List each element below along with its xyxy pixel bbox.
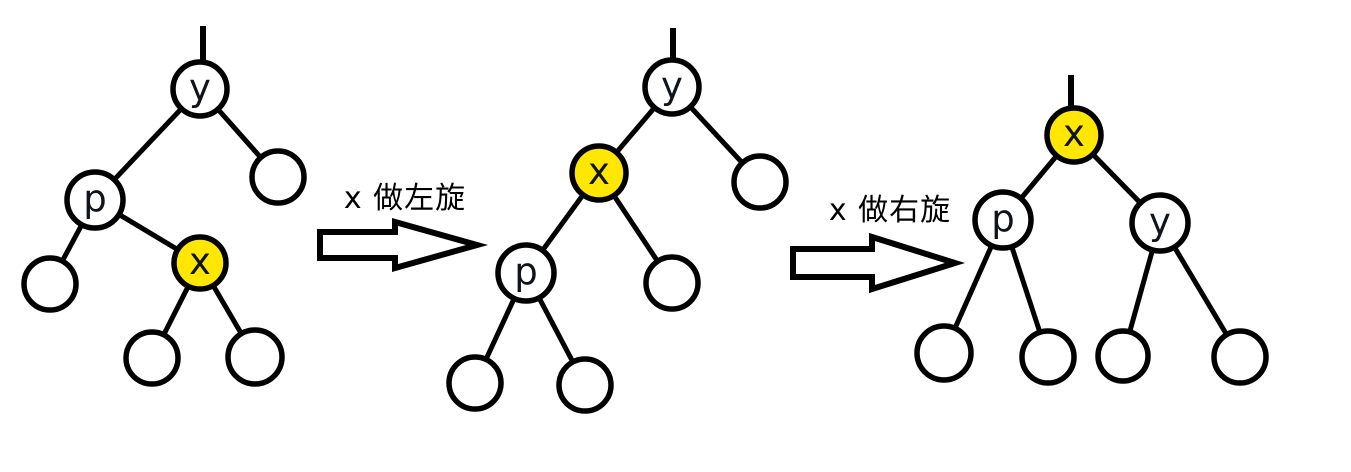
tree-node-leaf: [225, 327, 285, 387]
tree-node-y: [642, 57, 702, 117]
node-label-y: y: [189, 66, 211, 109]
node-label-x: x: [588, 150, 610, 193]
tree-node-leaf: [1019, 328, 1077, 386]
node-label-p: p: [991, 197, 1015, 240]
right-rotation-label: x 做右旋: [828, 193, 952, 228]
tree-node-leaf: [643, 254, 701, 312]
tree-node-leaf: [731, 153, 789, 211]
right-rotation-arrow: [790, 232, 966, 294]
node-label-y: y: [661, 64, 683, 107]
tree-node-x: [171, 234, 229, 292]
tree-node-leaf: [1211, 328, 1269, 386]
tree-after-left-rotation: y x p: [446, 28, 789, 414]
tree-node-leaf: [446, 354, 504, 412]
tree-node-p: [495, 242, 557, 304]
tree-node-x: [569, 143, 629, 203]
tree-node-leaf: [556, 356, 614, 414]
node-label-x: x: [189, 240, 211, 283]
tree-node-p: [972, 189, 1034, 251]
tree-node-leaf: [123, 329, 181, 387]
node-label-p: p: [514, 250, 538, 293]
tree-node-x: [1044, 105, 1104, 165]
right-rotation-arrow-shape: [790, 232, 966, 294]
tree-node-leaf: [21, 255, 79, 313]
tree-node-leaf: [914, 323, 974, 383]
tree-after-right-rotation: x p y: [914, 75, 1269, 386]
node-label-y: y: [1149, 200, 1171, 243]
tree-node-y: [1129, 192, 1191, 254]
tree-node-leaf: [1095, 328, 1151, 384]
tree-node-p: [64, 169, 126, 231]
node-label-p: p: [83, 177, 107, 220]
left-rotation-arrow: [317, 218, 489, 272]
node-label-x: x: [1063, 112, 1085, 155]
tree-node-y: [170, 59, 230, 119]
tree-before-left-rotation: y p x: [21, 26, 307, 387]
left-rotation-label: x 做左旋: [343, 181, 467, 216]
tree-node-leaf: [249, 148, 307, 206]
left-rotation-arrow-shape: [317, 218, 489, 272]
